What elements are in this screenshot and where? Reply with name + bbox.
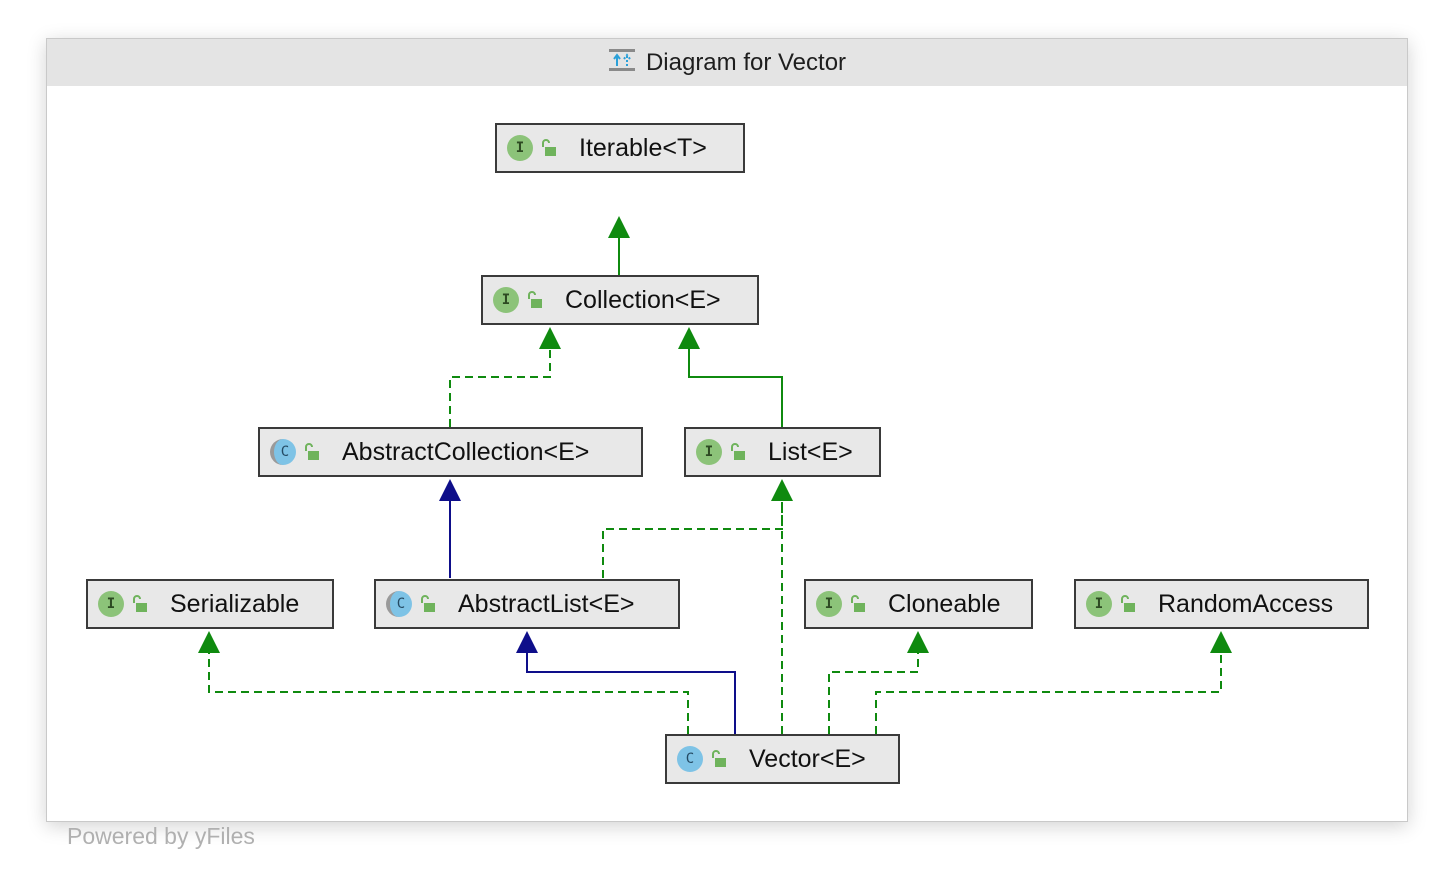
node-abstract-list[interactable]: C AbstractList<E> [374,579,680,629]
node-name: RandomAccess [1158,589,1334,618]
abstract-class-icon: C [270,439,296,465]
node-name: Vector<E> [749,744,866,773]
node-name: Cloneable [888,589,1001,618]
powered-by-label: Powered by yFiles [67,823,255,849]
lock-open-icon [542,139,556,156]
diagram-icon [608,47,636,78]
node-abstract-collection[interactable]: C AbstractCollection<E> [258,427,643,477]
interface-icon: I [493,287,519,313]
node-cloneable[interactable]: I Cloneable [804,579,1033,629]
edge-vector-cloneable [828,631,929,734]
edge-vector-randomaccess [875,631,1232,734]
node-name: AbstractList<E> [458,589,635,618]
title-bar: Diagram for Vector [47,39,1407,86]
lock-open-icon [1121,595,1135,612]
abstract-class-icon: C [386,591,412,617]
diagram-window: Diagram for Vector [46,38,1408,849]
edge-list-collection [678,327,783,427]
diagram-canvas[interactable]: I Iterable<T> I Collection<E> C Abstract… [47,86,1407,849]
interface-icon: I [696,439,722,465]
node-random-access[interactable]: I RandomAccess [1074,579,1369,629]
lock-open-icon [851,595,865,612]
node-name: Serializable [170,589,300,618]
interface-icon: I [507,135,533,161]
class-icon: C [677,746,703,772]
edge-abstractlist-abstractcollection [439,479,461,578]
edge-vector-abstractlist [516,631,736,734]
edge-abstractlist-list [602,479,793,578]
lock-open-icon [712,750,726,767]
lock-open-icon [528,291,542,308]
lock-open-icon [731,443,745,460]
node-vector[interactable]: C Vector<E> [665,734,900,784]
node-name: Iterable<T> [579,133,707,162]
node-name: List<E> [768,437,853,466]
window-title: Diagram for Vector [645,48,847,76]
node-collection[interactable]: I Collection<E> [481,275,759,325]
node-name: AbstractCollection<E> [342,437,590,466]
node-list[interactable]: I List<E> [684,427,881,477]
interface-icon: I [1086,591,1112,617]
interface-icon: I [98,591,124,617]
edge-abstractcollection-collection [449,327,561,427]
edge-vector-serializable [198,631,689,734]
node-name: Collection<E> [565,285,721,314]
edges-layer [198,216,1232,734]
node-serializable[interactable]: I Serializable [86,579,334,629]
lock-open-icon [421,595,435,612]
edge-collection-iterable [608,216,630,275]
interface-icon: I [816,591,842,617]
node-iterable[interactable]: I Iterable<T> [495,123,745,173]
lock-open-icon [305,443,319,460]
lock-open-icon [133,595,147,612]
